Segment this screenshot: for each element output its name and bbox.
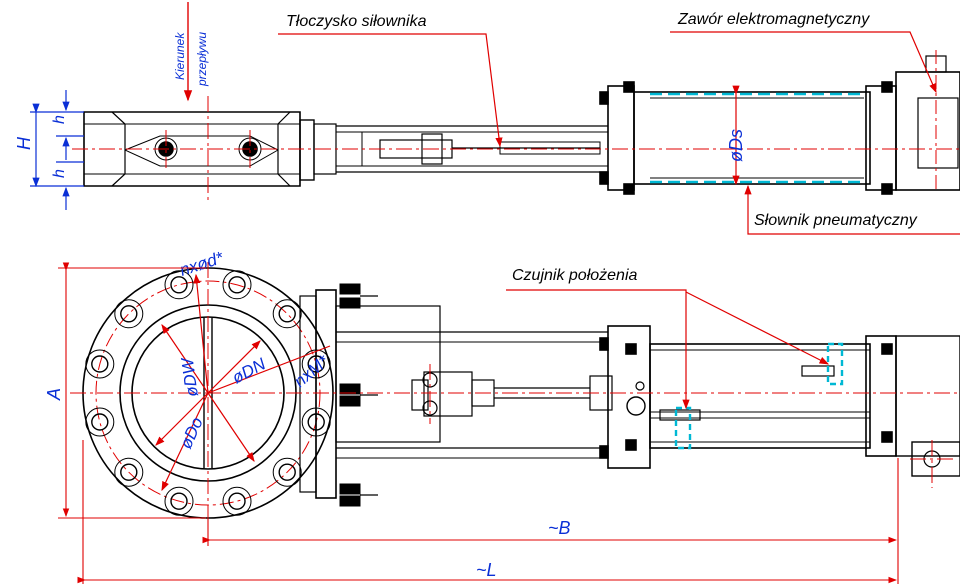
bolt-hole-boss xyxy=(222,270,252,300)
valve-body-top xyxy=(83,111,301,187)
dim-DN-label: øDN xyxy=(229,354,269,388)
bolt-hole-boss xyxy=(114,457,144,487)
bolt-hole xyxy=(120,463,138,481)
bolt-hole-boss xyxy=(272,457,302,487)
dim-h-top-label: h xyxy=(51,115,68,124)
bolt-hole xyxy=(228,492,246,510)
bolt-hole xyxy=(228,276,246,294)
bolt-hole xyxy=(91,413,109,431)
bolt-hole-boss xyxy=(164,486,194,516)
bolt-hole xyxy=(278,305,296,323)
dim-DN-line xyxy=(207,340,261,394)
flow-direction-line2: przepływu xyxy=(195,32,209,87)
dimension-H-h xyxy=(30,90,84,210)
front-diameter-dims xyxy=(155,273,331,492)
bolt-hole xyxy=(120,305,138,323)
bolt-hole-boss xyxy=(222,486,252,516)
solenoid-valve-body xyxy=(895,71,960,191)
dim-DW-label: øDW xyxy=(177,355,201,398)
leader-position-sensor-2 xyxy=(685,291,830,365)
actuator-cylinder xyxy=(649,343,871,449)
bolt-hole-boss xyxy=(114,299,144,329)
bolt-hole-boss xyxy=(272,299,302,329)
bolt-hole xyxy=(91,355,109,373)
label-pneumatic-actuator: Słownik pneumatyczny xyxy=(754,212,918,229)
dim-H-label: H xyxy=(14,136,34,150)
flow-direction-line1: Kierunek xyxy=(173,32,187,80)
leader-position-sensor xyxy=(506,289,690,410)
bolt-hole xyxy=(170,276,188,294)
dim-L-label: ~L xyxy=(476,560,497,580)
bolt-hole-boss xyxy=(85,407,115,437)
rod-clevis-front xyxy=(423,371,473,417)
sensor-markers xyxy=(674,342,844,450)
flange-bolt-holes xyxy=(85,270,331,516)
bolt-hole-boss xyxy=(85,349,115,379)
actuator-cylinder-top xyxy=(633,91,871,185)
label-solenoid-valve: Zawór elektromagnetyczny xyxy=(677,11,870,28)
position-sensor-1 xyxy=(801,365,835,377)
dim-bolt-holes-label: nxød* xyxy=(177,248,226,280)
dim-Ds-label: øDs xyxy=(726,129,746,162)
dimension-B-L xyxy=(77,440,899,584)
yoke-flange-top xyxy=(299,119,315,181)
dim-A-label: A xyxy=(44,388,64,401)
leader-pneumatic-actuator xyxy=(744,184,960,235)
yoke-studs xyxy=(339,283,378,507)
leader-piston-rod xyxy=(278,33,503,148)
leader-solenoid-valve xyxy=(670,31,937,94)
hidden-lines-top xyxy=(650,92,864,184)
bolt-hole xyxy=(278,463,296,481)
bolt-hole xyxy=(170,492,188,510)
front-view-actuator xyxy=(299,289,960,499)
label-piston-rod: Tłoczysko siłownika xyxy=(286,13,427,30)
bolt-hole-boss xyxy=(164,270,194,300)
dim-B-label: ~B xyxy=(548,518,571,538)
dim-Do-line xyxy=(161,392,209,492)
centerlines-front xyxy=(70,262,960,540)
centerlines-top xyxy=(72,96,960,200)
label-position-sensor: Czujnik położenia xyxy=(512,267,638,284)
dim-h-bottom-label: h xyxy=(51,169,68,178)
actuator-front-cap-top xyxy=(607,85,635,191)
top-view xyxy=(83,50,960,195)
dim-DW-line xyxy=(161,324,209,394)
